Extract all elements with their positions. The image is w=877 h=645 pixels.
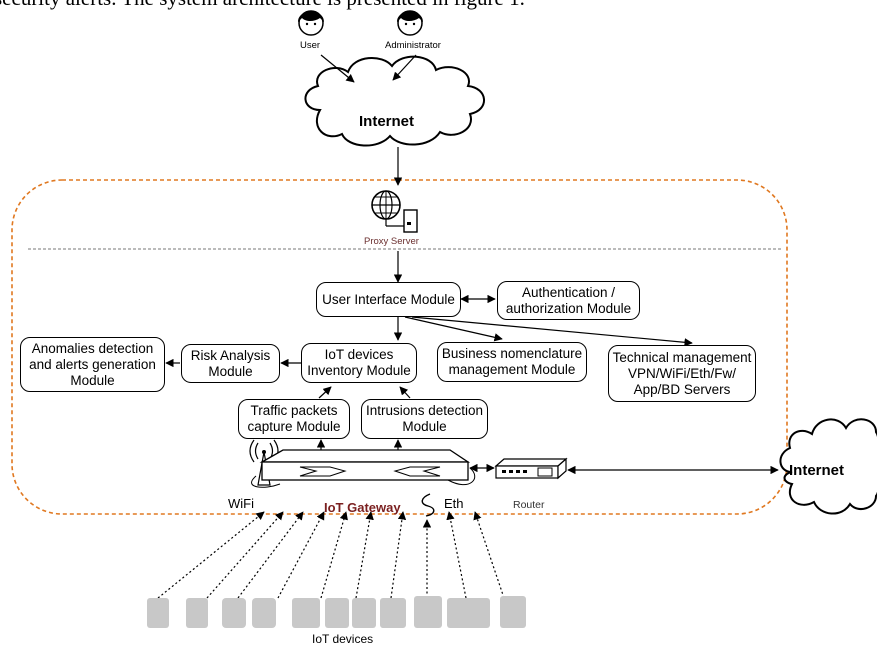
user-label: User	[300, 40, 321, 51]
user-interface-module: User Interface Module	[316, 282, 461, 317]
wifi-label: WiFi	[228, 496, 254, 511]
iot-gateway-label: IoT Gateway	[324, 500, 401, 515]
technical-management-module: Technical management VPN/WiFi/Eth/Fw/ Ap…	[608, 345, 756, 402]
authentication-module: Authentication / authorization Module	[497, 281, 640, 320]
eth-label: Eth	[444, 496, 464, 511]
iot-inventory-module: IoT devices Inventory Module	[301, 343, 417, 383]
top-caption: security alerts. The system architecture…	[0, 0, 525, 11]
iot-device-arrows	[157, 511, 505, 599]
proxy-server-icon	[371, 190, 418, 233]
iot-device-icons	[147, 596, 526, 628]
eth-cable-icon	[421, 493, 435, 517]
traffic-capture-module: Traffic packets capture Module	[238, 399, 350, 439]
business-nomenclature-module: Business nomenclature management Module	[437, 342, 587, 382]
risk-analysis-module: Risk Analysis Module	[181, 344, 280, 383]
cloud-top-label: Internet	[359, 113, 415, 130]
administrator-actor	[397, 10, 423, 36]
administrator-label: Administrator	[385, 40, 441, 51]
router-label: Router	[513, 499, 545, 511]
user-actor	[298, 10, 324, 36]
iot-gateway-device	[251, 449, 476, 488]
cloud-right-shape	[779, 418, 877, 515]
anomalies-detection-module: Anomalies detection and alerts generatio…	[20, 337, 165, 392]
intrusions-detection-module: Intrusions detection Module	[361, 399, 488, 439]
cloud-top-shape	[304, 55, 485, 147]
proxy-server-label: Proxy Server	[364, 236, 419, 247]
iot-devices-label: IoT devices	[312, 632, 374, 645]
cloud-right-label: Internet	[789, 462, 845, 479]
router-icon	[494, 457, 568, 480]
